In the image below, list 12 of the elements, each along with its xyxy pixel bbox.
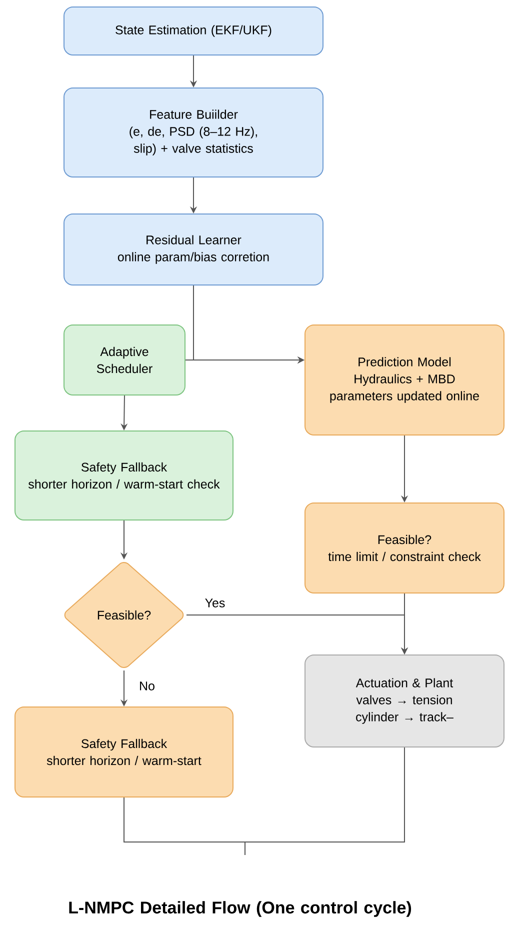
process-box: Prediction Model Hydraulics + MBD parameters updated online bbox=[304, 324, 504, 436]
process-box: Safety Fallback shorter horizon / warm-start check bbox=[14, 430, 234, 520]
process-box: Safety Fallback shorter horizon / warm-start bbox=[14, 706, 234, 798]
process-box: Actuation & Plant valves → tension cylinder → track– bbox=[304, 654, 504, 748]
process-box: State Estimation (EKF/UKF) bbox=[64, 6, 324, 56]
process-box: Adaptive Scheduler bbox=[64, 324, 186, 396]
edge-label: No bbox=[138, 680, 156, 692]
process-box: Feature Buiilder (e, de, PSD (8–12 Hz), slip) + valve statistics bbox=[64, 88, 324, 178]
process-box: Residual Learner online param/bias corretion bbox=[64, 214, 324, 286]
edge-label: Yes bbox=[204, 598, 226, 608]
process-box: Feasible? time limit / constraint check bbox=[304, 502, 504, 594]
title: L-NMPC Detailed Flow (One control cycle) bbox=[69, 901, 412, 917]
